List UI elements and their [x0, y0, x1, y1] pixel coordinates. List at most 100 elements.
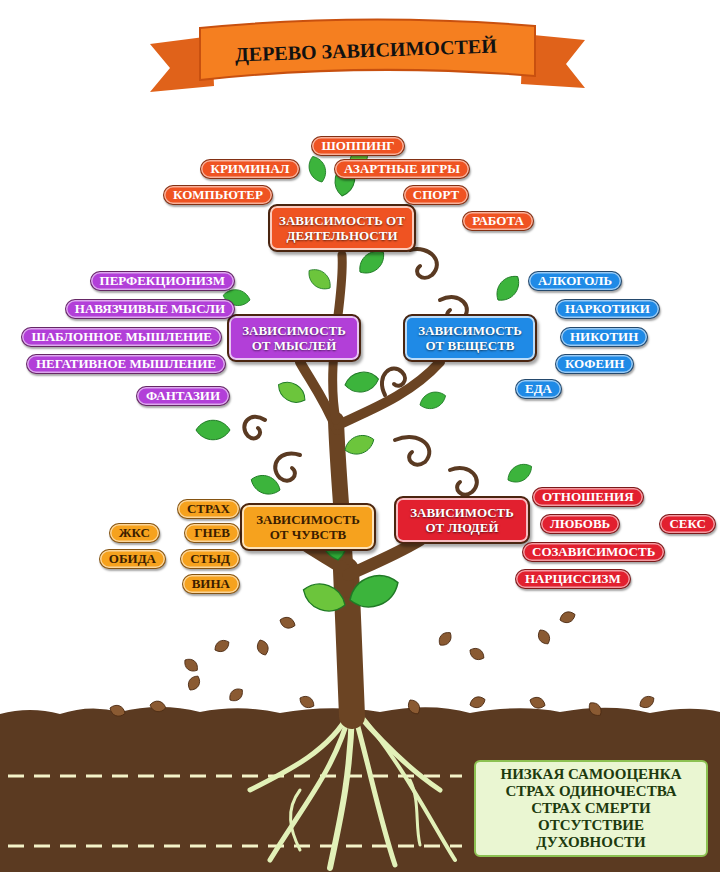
banner-band — [200, 19, 535, 80]
item-pill: СЕКС — [659, 514, 716, 534]
node-text: СОЗАВИСИМОСТЬ — [532, 544, 655, 560]
item-pill: ФАНТАЗИИ — [136, 386, 230, 406]
category-box: ЗАВИСИМОСТЬ ОТ ЛЮДЕЙ — [394, 496, 530, 544]
fallen-leaf — [467, 645, 486, 662]
category-box: ЗАВИСИМОСТЬ ОТ ДЕЯТЕЛЬНОСТИ — [268, 204, 416, 252]
fallen-leaf — [436, 629, 454, 648]
root — [358, 712, 455, 860]
item-pill: НАВЯЗЧИВЫЕ МЫСЛИ — [65, 299, 235, 319]
node-text: ПЕРФЕКЦИОНИЗМ — [100, 273, 225, 289]
node-text: СПОРТ — [413, 187, 459, 203]
leaf — [274, 377, 309, 407]
fallen-leaves — [108, 610, 656, 719]
node-text: НИКОТИН — [570, 329, 638, 345]
fallen-leaf — [182, 656, 201, 674]
item-pill: СОЗАВИСИМОСТЬ — [522, 542, 665, 562]
node-text: ФАНТАЗИИ — [146, 388, 220, 404]
node-text: ЗАВИСИМОСТЬ ОТ ЛЮДЕЙ — [401, 505, 523, 535]
item-pill: НИКОТИН — [560, 327, 648, 347]
item-pill: НАРЦИССИЗМ — [515, 569, 631, 589]
node-text: СТРАХ ОДИНОЧЕСТВА — [484, 783, 698, 800]
fallen-leaf — [255, 638, 270, 657]
fallen-leaf — [586, 700, 604, 719]
item-pill: АЗАРТНЫЕ ИГРЫ — [334, 159, 470, 179]
node-text: ЗАВИСИМОСТЬ ОТ ЧУВСТВ — [247, 512, 369, 542]
item-pill: РАБОТА — [462, 211, 534, 231]
fallen-leaf — [405, 697, 422, 716]
leaf — [304, 265, 335, 294]
item-pill: ГНЕВ — [184, 523, 240, 543]
leaf — [248, 471, 283, 498]
curl — [410, 249, 437, 278]
item-pill: ОТНОШЕНИЯ — [532, 487, 644, 507]
fallen-leaf — [108, 703, 127, 718]
node-text: АЗАРТНЫЕ ИГРЫ — [344, 161, 460, 177]
fallen-leaf — [149, 700, 167, 713]
banner — [150, 19, 585, 92]
node-text: КРИМИНАЛ — [210, 161, 289, 177]
item-pill: АЛКОГОЛЬ — [528, 271, 622, 291]
fallen-leaf — [212, 637, 231, 654]
fallen-leaf — [468, 695, 487, 710]
item-pill: КРИМИНАЛ — [200, 159, 299, 179]
node-text: КОФЕИН — [565, 356, 624, 372]
item-pill: НАРКОТИКИ — [555, 299, 660, 319]
item-pill: ШОППИНГ — [311, 136, 404, 156]
leaves — [196, 143, 535, 617]
node-text: НАВЯЗЧИВЫЕ МЫСЛИ — [75, 301, 225, 317]
curl — [450, 468, 477, 495]
node-text: ШАБЛОННОЕ МЫШЛЕНИЕ — [31, 329, 212, 345]
roots-box: НИЗКАЯ САМООЦЕНКАСТРАХ ОДИНОЧЕСТВАСТРАХ … — [474, 760, 708, 857]
curls — [244, 249, 477, 495]
node-text: ЕДА — [525, 381, 552, 397]
leaf — [504, 460, 535, 487]
leaf — [491, 271, 524, 306]
node-text: СТЫД — [190, 551, 230, 567]
node-text: ГНЕВ — [194, 525, 230, 541]
node-text: ЗАВИСИМОСТЬ ОТ ВЕЩЕСТВ — [410, 323, 530, 353]
root — [330, 712, 352, 868]
ground — [0, 707, 720, 872]
leaf — [305, 154, 329, 185]
item-pill: НЕГАТИВНОЕ МЫШЛЕНИЕ — [26, 354, 226, 374]
item-pill: ЕДА — [515, 379, 562, 399]
node-text: ОБИДА — [109, 551, 156, 567]
fallen-leaf — [185, 674, 202, 693]
item-pill: ВИНА — [182, 574, 240, 594]
node-text: ОТСУТСТВИЕ ДУХОВНОСТИ — [484, 817, 698, 851]
node-text: НАРКОТИКИ — [565, 301, 650, 317]
node-text: ВИНА — [192, 576, 230, 592]
leaf — [299, 578, 349, 617]
node-text: РАБОТА — [472, 213, 524, 229]
fallen-leaf — [528, 695, 547, 710]
curl — [275, 453, 300, 480]
leaf — [343, 369, 380, 394]
fallen-leaf — [637, 693, 656, 710]
fallen-leaf — [227, 686, 246, 704]
fallen-leaf — [297, 693, 316, 710]
node-text: СЕКС — [669, 516, 706, 532]
node-text: АЛКОГОЛЬ — [538, 273, 612, 289]
item-pill: ОБИДА — [99, 549, 166, 569]
item-pill: СТЫД — [180, 549, 240, 569]
leaf — [342, 431, 377, 458]
item-pill: КОМПЬЮТЕР — [163, 185, 273, 205]
item-pill: КОФЕИН — [555, 354, 634, 374]
fallen-leaf — [558, 610, 577, 625]
category-box: ЗАВИСИМОСТЬ ОТ МЫСЛЕЙ — [227, 314, 361, 362]
item-pill: ЖКС — [109, 523, 160, 543]
root — [410, 780, 420, 845]
node-text: ЗАВИСИМОСТЬ ОТ МЫСЛЕЙ — [234, 323, 354, 353]
dashed-line — [8, 775, 462, 778]
node-text: СТРАХ СМЕРТИ — [484, 800, 698, 817]
roots — [250, 712, 455, 868]
curl — [382, 369, 405, 395]
branch — [338, 362, 440, 425]
curl — [244, 417, 265, 439]
node-text: ЗАВИСИМОСТЬ ОТ ДЕЯТЕЛЬНОСТИ — [275, 213, 409, 243]
node-text: ЛЮБОВЬ — [550, 516, 610, 532]
category-box: ЗАВИСИМОСТЬ ОТ ЧУВСТВ — [240, 503, 376, 551]
item-pill: ЛЮБОВЬ — [540, 514, 620, 534]
node-text: СТРАХ — [187, 501, 230, 517]
